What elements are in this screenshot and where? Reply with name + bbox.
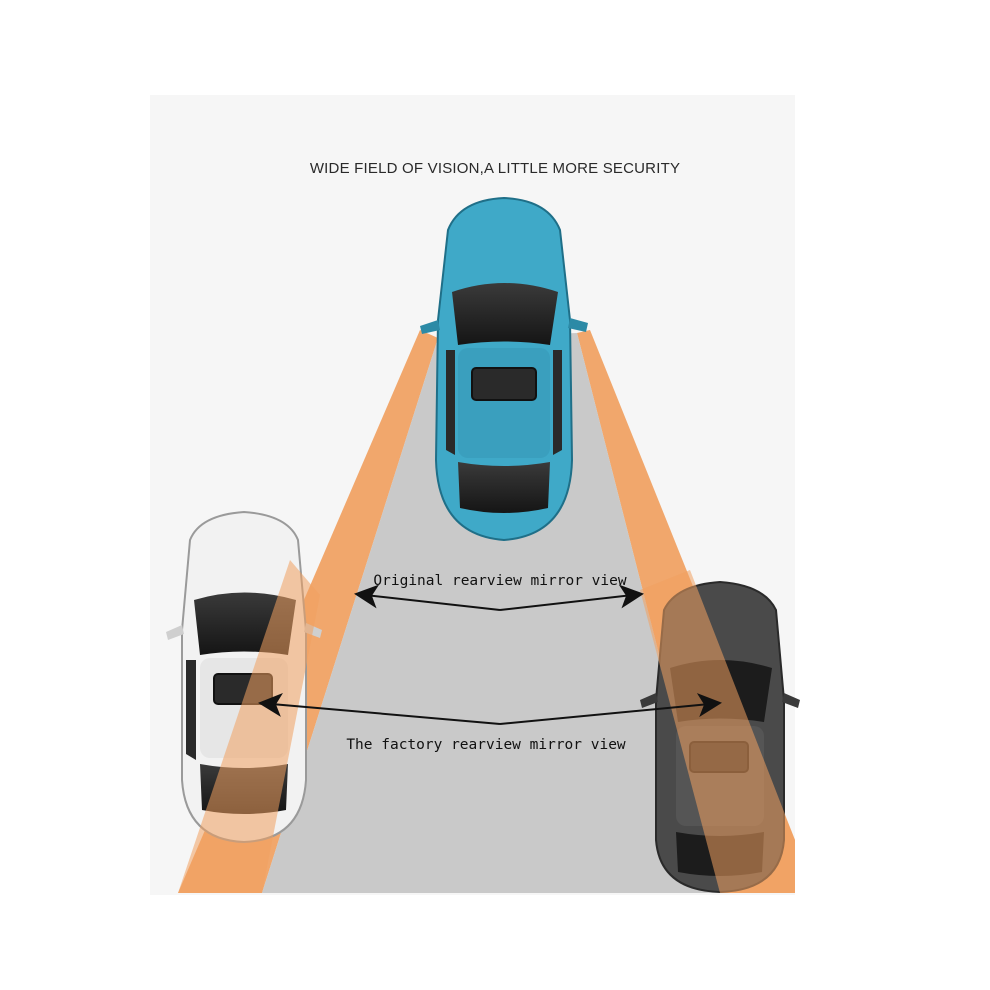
page-title: WIDE FIELD OF VISION,A LITTLE MORE SECUR… <box>309 160 681 177</box>
factory-view-arrow-right <box>499 693 722 725</box>
right-beam-overlay <box>640 570 795 893</box>
factory-view-arrow-left <box>258 692 501 725</box>
original-view-arrow-left <box>354 584 501 611</box>
left-beam-overlay <box>178 560 320 893</box>
factory-view-zone <box>262 333 720 893</box>
center-car <box>420 196 588 542</box>
original-view-arrow-right <box>499 584 644 611</box>
factory-view-label: The factory rearview mirror view <box>346 737 626 753</box>
original-view-label: Original rearview mirror view <box>373 573 626 589</box>
